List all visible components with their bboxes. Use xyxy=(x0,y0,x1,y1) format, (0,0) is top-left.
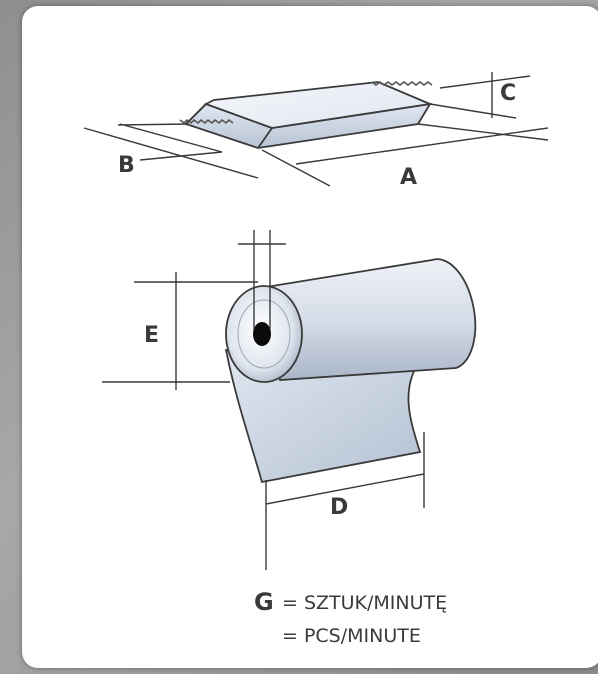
legend-key-g: G xyxy=(254,588,274,616)
dimension-label-e: E xyxy=(144,323,159,348)
film-roll xyxy=(224,258,477,484)
legend-line-1: = SZTUK/MINUTĘ xyxy=(282,592,447,614)
flat-package xyxy=(179,81,434,149)
legend-line-2: = PCS/MINUTE xyxy=(282,625,421,647)
roll-dimension-lines xyxy=(102,230,425,570)
dimension-label-b: B xyxy=(118,153,135,178)
dimension-label-c: C xyxy=(500,81,516,106)
dimension-label-d: D xyxy=(330,495,348,520)
dimension-label-a: A xyxy=(400,165,417,190)
package-dimension-lines xyxy=(83,72,549,187)
